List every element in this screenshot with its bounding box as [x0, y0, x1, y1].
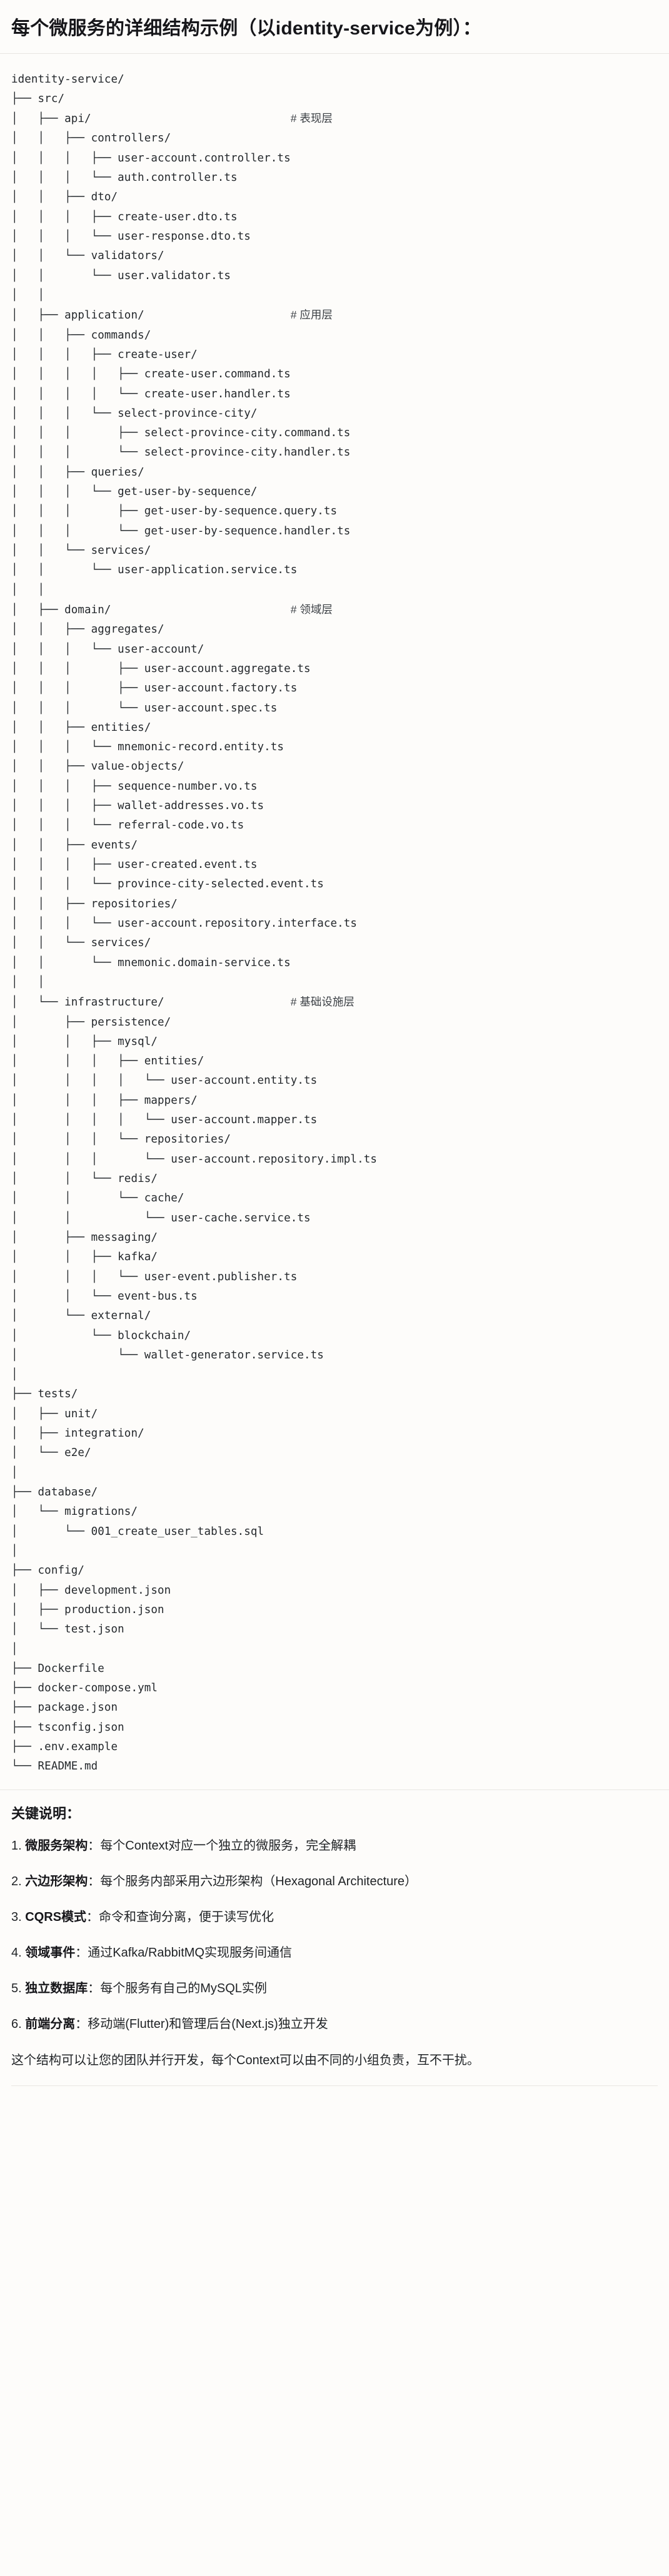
key-note-description: 每个服务有自己的MySQL实例 [100, 1982, 267, 1996]
key-note-item: 微服务架构：每个Context对应一个独立的微服务，完全解耦 [11, 1836, 658, 1856]
key-note-separator: ： [88, 1982, 101, 1996]
key-note-term: 前端分离 [25, 2017, 76, 2032]
key-note-description: 每个Context对应一个独立的微服务，完全解耦 [100, 1839, 356, 1853]
key-note-separator: ： [86, 1910, 99, 1925]
key-note-description: 每个服务内部采用六边形架构（Hexagonal Architecture） [100, 1875, 418, 1889]
key-notes-section: 关键说明： 微服务架构：每个Context对应一个独立的微服务，完全解耦六边形架… [0, 1790, 669, 2103]
closing-statement: 这个结构可以让您的团队并行开发，每个Context可以由不同的小组负责，互不干扰… [11, 2054, 480, 2068]
tree-layer-comment: # 领域层 [290, 603, 333, 616]
tree-layer-comment: # 基础设施层 [290, 995, 355, 1009]
key-note-item: 前端分离：移动端(Flutter)和管理后台(Next.js)独立开发 [11, 2015, 658, 2034]
key-note-term: 领域事件 [25, 1946, 76, 1960]
page-root: 每个微服务的详细结构示例（以identity-service为例）： ident… [0, 0, 669, 2102]
key-note-separator: ： [75, 2017, 88, 2032]
key-note-item: CQRS模式：命令和查询分离，便于读写优化 [11, 1908, 658, 1927]
key-note-description: 命令和查询分离，便于读写优化 [99, 1910, 274, 1925]
tree-layer-comment: # 表现层 [290, 112, 333, 125]
key-notes-list: 微服务架构：每个Context对应一个独立的微服务，完全解耦六边形架构：每个服务… [11, 1836, 658, 2034]
directory-tree-block: identity-service/ ├── src/ │ ├── api/ # … [0, 54, 669, 1790]
key-note-item: 领域事件：通过Kafka/RabbitMQ实现服务间通信 [11, 1943, 658, 1963]
tree-layer-comment: # 应用层 [290, 308, 333, 322]
directory-tree: identity-service/ ├── src/ │ ├── api/ # … [11, 73, 377, 1773]
bottom-divider [11, 2085, 658, 2087]
key-note-term: 独立数据库 [25, 1982, 88, 1996]
key-note-item: 六边形架构：每个服务内部采用六边形架构（Hexagonal Architectu… [11, 1872, 658, 1891]
key-note-term: 六边形架构 [25, 1875, 88, 1889]
key-note-item: 独立数据库：每个服务有自己的MySQL实例 [11, 1979, 658, 1998]
key-note-term: CQRS模式 [25, 1910, 87, 1925]
key-note-description: 通过Kafka/RabbitMQ实现服务间通信 [88, 1946, 292, 1960]
page-header: 每个微服务的详细结构示例（以identity-service为例）： [0, 0, 669, 54]
key-note-description: 移动端(Flutter)和管理后台(Next.js)独立开发 [88, 2017, 328, 2032]
page-title: 每个微服务的详细结构示例（以identity-service为例）： [11, 18, 481, 39]
key-note-separator: ： [88, 1875, 101, 1889]
key-note-separator: ： [88, 1839, 101, 1853]
key-note-separator: ： [75, 1946, 88, 1960]
key-note-term: 微服务架构 [25, 1839, 88, 1853]
key-notes-title: 关键说明： [11, 1805, 81, 1821]
